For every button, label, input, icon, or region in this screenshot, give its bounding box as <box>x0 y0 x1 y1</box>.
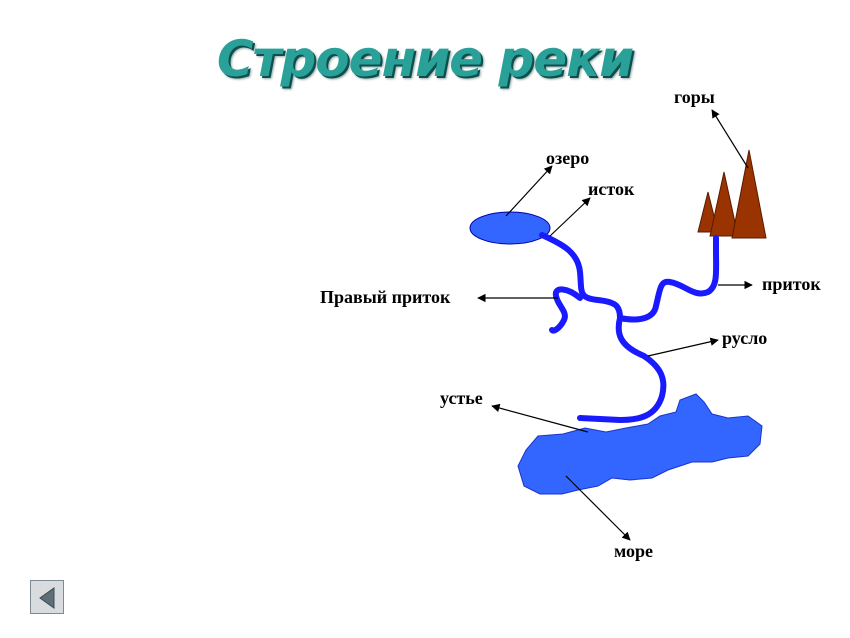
label-riverbed: русло <box>722 328 767 348</box>
label-mountains: горы <box>674 87 715 107</box>
arrow-mountains <box>711 109 749 169</box>
arrow-lake <box>505 165 553 217</box>
label-tributary: приток <box>762 274 821 294</box>
label-lake: озеро <box>546 148 589 168</box>
arrow-riverbed <box>647 337 719 357</box>
sea-shape <box>517 393 763 495</box>
tributary-channel <box>617 235 720 323</box>
arrow-source <box>549 197 591 237</box>
mountain-shape <box>709 171 739 237</box>
page-title: Строение реки <box>216 30 634 88</box>
back-button[interactable] <box>30 580 64 614</box>
label-mouth: устье <box>440 388 483 408</box>
triangle-left-icon <box>39 587 55 609</box>
arrow-mouth <box>491 403 589 433</box>
arrow-sea <box>565 475 631 541</box>
right-tributary-channel <box>549 286 583 334</box>
lake-shape <box>469 211 551 245</box>
label-right-tributary: Правый приток <box>320 287 451 307</box>
label-sea: море <box>614 541 653 561</box>
label-source: исток <box>588 179 635 199</box>
mountain-shape <box>731 149 767 239</box>
